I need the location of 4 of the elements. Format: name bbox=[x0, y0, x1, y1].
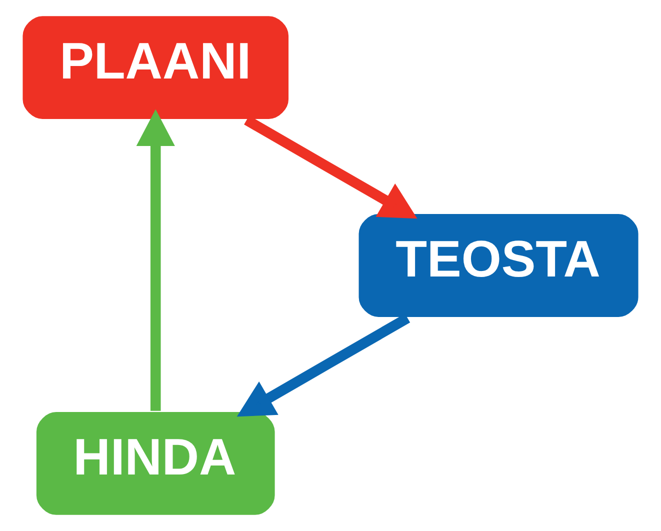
node-box: PLAANI bbox=[21, 14, 290, 121]
node-box: TEOSTA bbox=[357, 212, 640, 319]
node-box: HINDA bbox=[34, 410, 277, 517]
arrow bbox=[136, 109, 175, 411]
